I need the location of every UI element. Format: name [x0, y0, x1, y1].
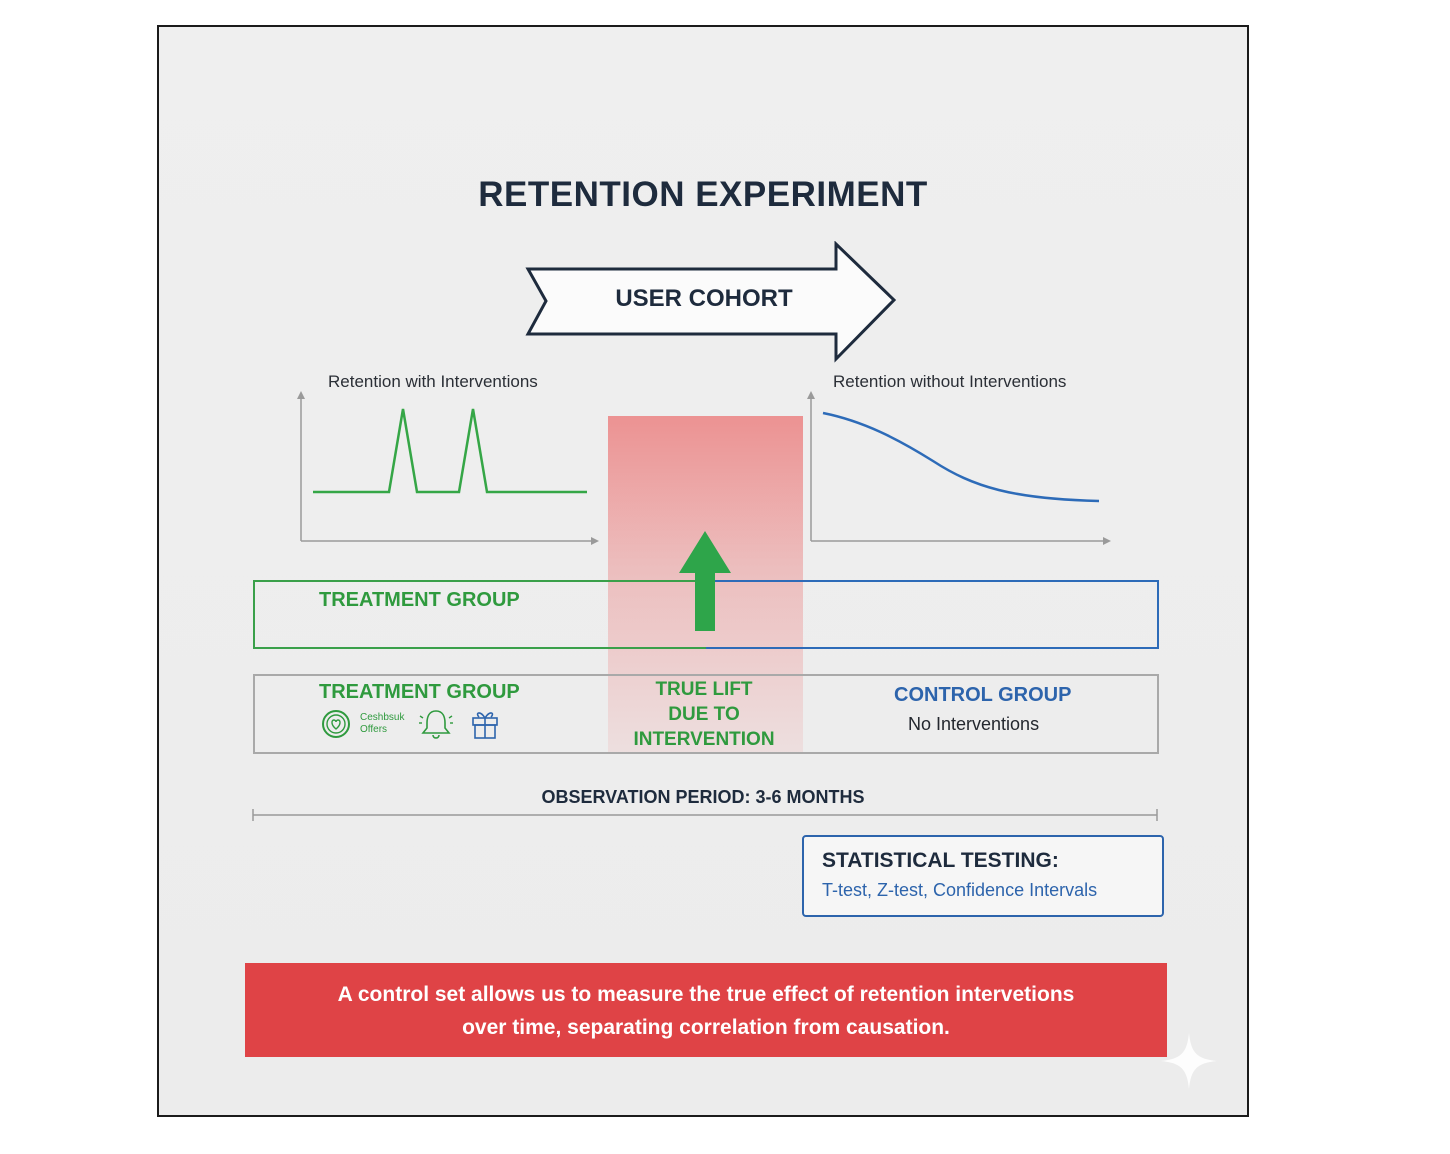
right-x-arrowhead — [1103, 537, 1111, 545]
statistical-testing-title: STATISTICAL TESTING: — [822, 849, 1059, 872]
left-x-arrowhead — [591, 537, 599, 545]
heart-coin-icon — [322, 710, 350, 738]
diagram-title: RETENTION EXPERIMENT — [478, 175, 928, 214]
groups-box — [253, 674, 1159, 754]
treatment-group-label: TREATMENT GROUP — [319, 681, 520, 703]
observation-timeline — [252, 809, 1158, 821]
right-y-arrowhead — [807, 391, 815, 399]
lift-up-arrow — [679, 531, 731, 631]
summary-banner — [245, 963, 1167, 1057]
bell-icon — [419, 710, 453, 739]
summary-line2: over time, separating correlation from c… — [462, 1016, 950, 1039]
observation-period-label: OBSERVATION PERIOD: 3-6 MONTHS — [541, 787, 865, 807]
left-retention-line — [313, 408, 587, 494]
statistical-testing-methods: T-test, Z-test, Confidence Intervals — [822, 880, 1098, 900]
offer-text-line2: Offers — [360, 724, 388, 735]
gift-icon — [472, 712, 498, 739]
control-group-label: CONTROL GROUP — [894, 684, 1072, 706]
sparkle-icon — [1161, 1033, 1217, 1089]
offer-text-line1: Ceshbsuk — [360, 712, 405, 723]
statistical-testing-box — [802, 835, 1164, 917]
control-group-sublabel: No Interventions — [908, 714, 1040, 734]
right-retention-line — [822, 411, 1100, 503]
left-retention-chart — [297, 391, 599, 545]
true-lift-label: TRUE LIFT DUE TO INTERVENTION — [609, 677, 799, 752]
summary-banner-text: A control set allows us to measure the t… — [245, 978, 1167, 1044]
true-lift-line1: TRUE LIFT — [655, 679, 753, 700]
true-lift-line2: DUE TO — [668, 704, 740, 725]
left-y-arrowhead — [297, 391, 305, 399]
diagram-frame: RETENTION EXPERIMENT USER COHORT Retenti… — [157, 25, 1249, 1117]
cohort-label: USER COHORT — [615, 285, 793, 312]
offer-text: Ceshbsuk Offers — [360, 712, 404, 736]
true-lift-line3: INTERVENTION — [633, 729, 775, 750]
left-chart-label: Retention with Interventions — [328, 372, 538, 391]
summary-line1: A control set allows us to measure the t… — [337, 983, 1075, 1006]
right-retention-chart — [807, 391, 1111, 545]
cohort-arrow — [525, 241, 897, 363]
treatment-band-label: TREATMENT GROUP — [319, 589, 520, 611]
control-band-edge — [706, 580, 1159, 649]
right-chart-label: Retention without Interventions — [833, 372, 1067, 391]
